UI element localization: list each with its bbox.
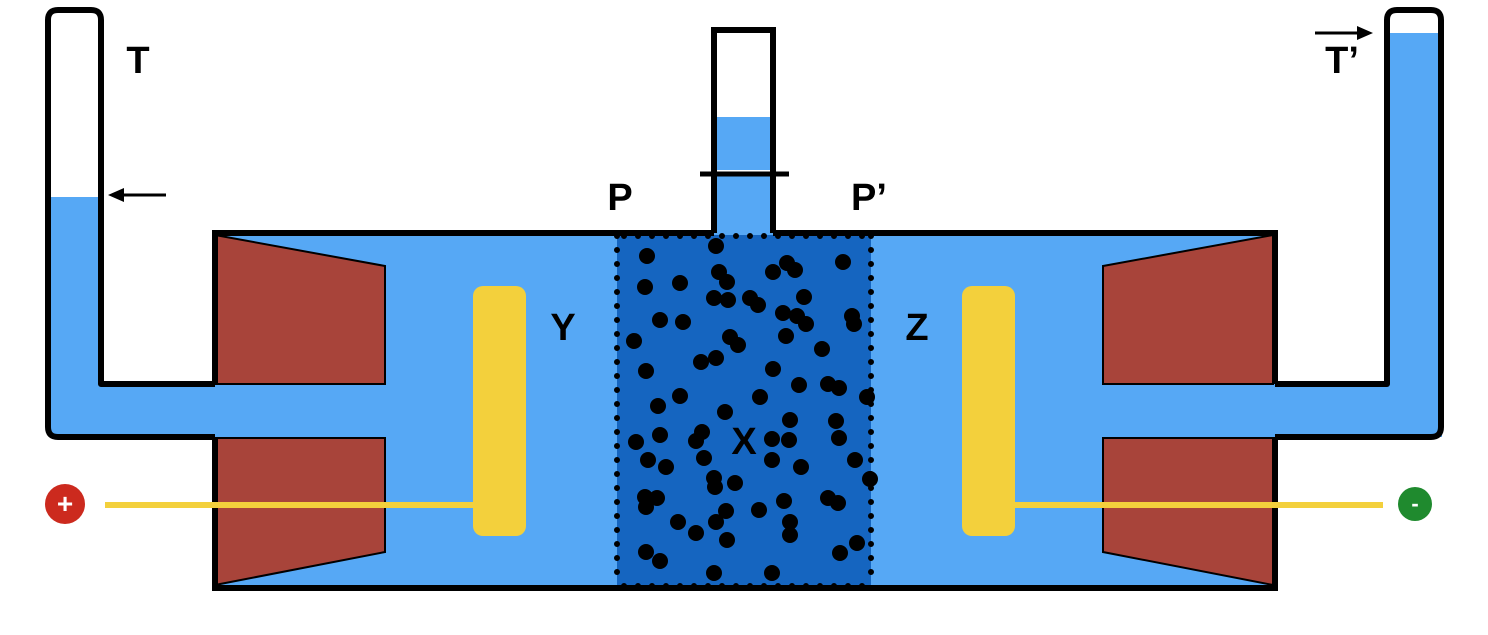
particle xyxy=(764,452,780,468)
apparatus-outline-top xyxy=(45,7,215,440)
particle xyxy=(862,471,878,487)
apparatus-outline-right xyxy=(1275,7,1444,440)
particle xyxy=(638,544,654,560)
particle xyxy=(752,389,768,405)
particle xyxy=(720,292,736,308)
particle xyxy=(688,433,704,449)
capillary-liquid xyxy=(715,117,773,170)
label-t: T xyxy=(126,40,149,82)
particle xyxy=(652,553,668,569)
particle xyxy=(849,535,865,551)
particle xyxy=(696,450,712,466)
particle xyxy=(782,412,798,428)
label-t-prime: T’ xyxy=(1325,40,1359,82)
particle xyxy=(814,341,830,357)
particle xyxy=(791,377,807,393)
particle xyxy=(782,514,798,530)
particle xyxy=(859,389,875,405)
particle xyxy=(718,503,734,519)
label-p-prime: P’ xyxy=(851,177,887,219)
particle xyxy=(798,316,814,332)
particle xyxy=(708,238,724,254)
particle xyxy=(707,479,723,495)
particle xyxy=(717,404,733,420)
particle xyxy=(831,430,847,446)
particle xyxy=(727,475,743,491)
particle xyxy=(650,398,666,414)
particle xyxy=(675,314,691,330)
particle xyxy=(776,493,792,509)
particle xyxy=(764,431,780,447)
particle xyxy=(782,527,798,543)
particle xyxy=(796,289,812,305)
particle xyxy=(652,427,668,443)
electrode-right xyxy=(962,286,1015,536)
particle xyxy=(638,363,654,379)
particle xyxy=(764,565,780,581)
capillary-outline xyxy=(711,27,776,233)
particle xyxy=(672,388,688,404)
particle xyxy=(652,312,668,328)
particle xyxy=(672,275,688,291)
particle xyxy=(708,514,724,530)
particle xyxy=(778,328,794,344)
tank-outline xyxy=(212,230,1278,591)
particle xyxy=(830,495,846,511)
particle xyxy=(730,337,746,353)
capillary-neck-liquid xyxy=(714,175,772,235)
label-y: Y xyxy=(550,307,575,349)
particle xyxy=(637,279,653,295)
particle xyxy=(719,274,735,290)
particle xyxy=(638,499,654,515)
negative-terminal-label: - xyxy=(1411,491,1418,516)
particle xyxy=(719,532,735,548)
arrow-left-icon xyxy=(108,188,166,202)
particle xyxy=(765,361,781,377)
particle xyxy=(835,254,851,270)
particle xyxy=(708,350,724,366)
negative-terminal xyxy=(1398,487,1432,521)
particle xyxy=(706,565,722,581)
particle xyxy=(639,248,655,264)
particle xyxy=(793,459,809,475)
particle xyxy=(670,514,686,530)
particle xyxy=(828,413,844,429)
particle xyxy=(775,305,791,321)
tube-right-column-liquid xyxy=(1387,33,1440,437)
particle xyxy=(787,262,803,278)
particle xyxy=(628,434,644,450)
particle xyxy=(649,490,665,506)
electrode-left xyxy=(473,286,526,536)
particle xyxy=(765,264,781,280)
positive-terminal xyxy=(45,484,85,524)
particle xyxy=(832,545,848,561)
positive-terminal-label: + xyxy=(57,488,73,519)
particle xyxy=(658,459,674,475)
label-x: X xyxy=(731,421,757,463)
particles xyxy=(626,238,878,581)
particle xyxy=(693,354,709,370)
particle xyxy=(750,297,766,313)
particle xyxy=(781,432,797,448)
particle xyxy=(846,316,862,332)
particle xyxy=(640,452,656,468)
particle xyxy=(706,290,722,306)
tube-left-column-liquid xyxy=(50,197,101,437)
label-z: Z xyxy=(905,307,928,349)
particle xyxy=(847,452,863,468)
arrow-right-icon xyxy=(1315,26,1373,40)
particle xyxy=(831,380,847,396)
particle xyxy=(626,333,642,349)
label-p: P xyxy=(607,177,632,219)
particle xyxy=(751,502,767,518)
particle xyxy=(688,525,704,541)
